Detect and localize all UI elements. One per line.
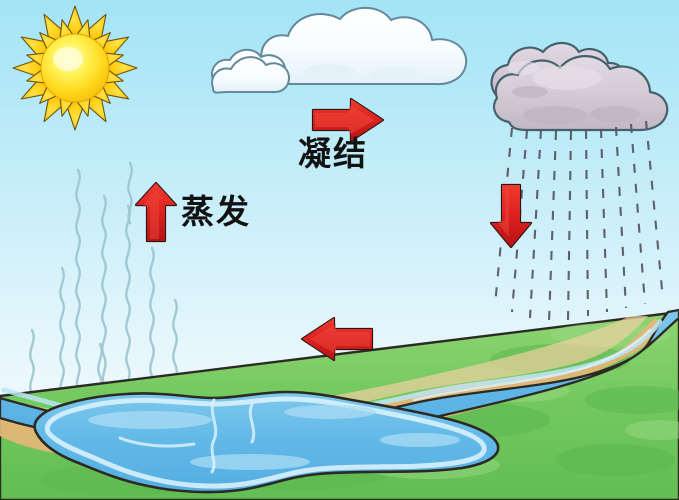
lake [33, 390, 500, 494]
label-condensation: 凝结 [298, 137, 368, 173]
label-evaporation: 蒸发 [181, 195, 251, 231]
